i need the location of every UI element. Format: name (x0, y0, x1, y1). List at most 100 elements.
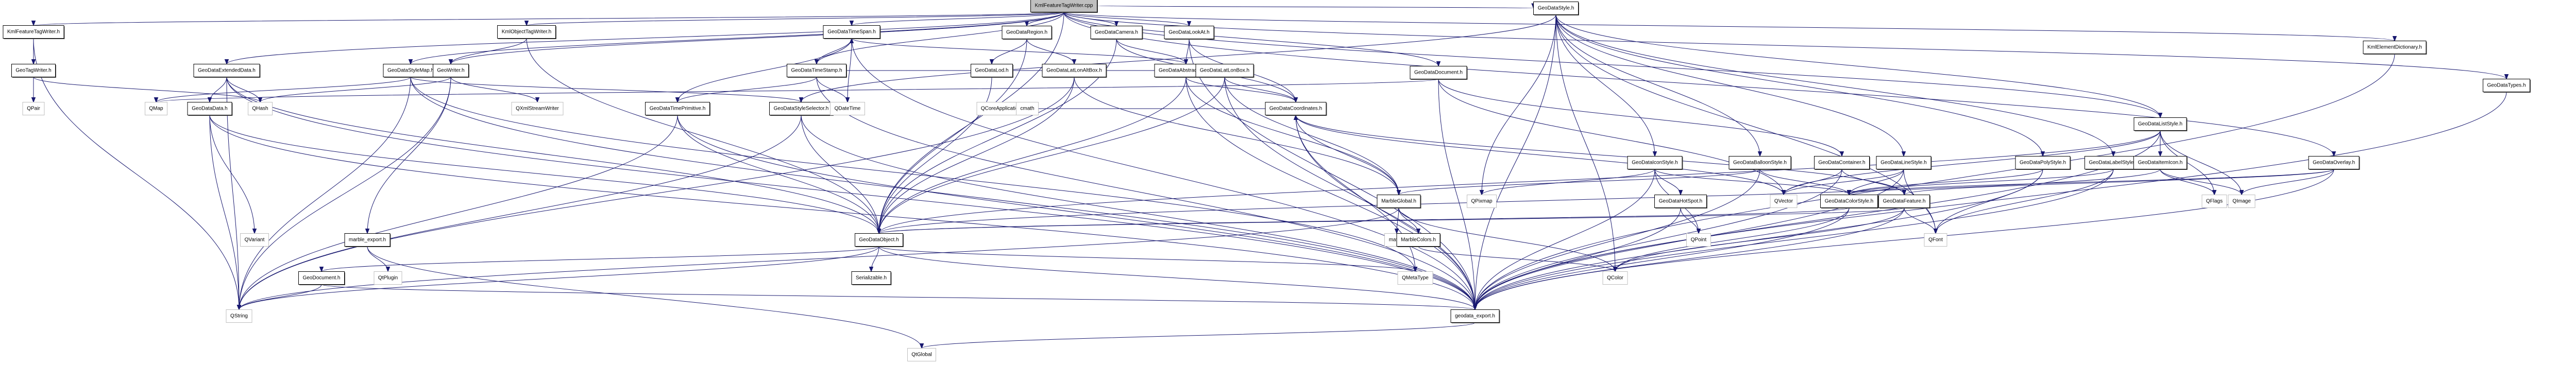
node-box[interactable] (2084, 156, 2142, 169)
node-geodatalabelstyle-h[interactable]: GeoDataLabelStyle.h (2084, 156, 2143, 170)
node-box[interactable] (1030, 0, 1097, 12)
node-geodatatimespan-h[interactable]: GeoDataTimeSpan.h (823, 25, 881, 40)
edge-coords-to-qvector (1295, 115, 1784, 195)
node-box[interactable] (1377, 195, 1421, 208)
node-kmlfeaturetagwriter-cpp[interactable]: KmlFeatureTagWriter.cpp (1030, 0, 1098, 13)
node-label: KmlObjectTagWriter.h (502, 29, 552, 35)
node-geodataextendeddata-h[interactable]: GeoDataExtendedData.h (193, 64, 261, 78)
node-box[interactable] (2133, 117, 2187, 131)
node-geodatalatlonaltbox-h[interactable]: GeoDataLatLonAltBox.h (1042, 64, 1107, 78)
edge-coords-to-geodataexport (1295, 115, 1476, 310)
node-box[interactable] (1876, 156, 1931, 169)
node-geodataregion-h[interactable]: GeoDataRegion.h (1002, 26, 1053, 40)
node-box[interactable] (1814, 156, 1870, 169)
node-geodatalinestyle-h[interactable]: GeoDataLineStyle.h (1876, 156, 1932, 170)
node-box[interactable] (1728, 156, 1791, 169)
node-box[interactable] (787, 64, 846, 77)
node-geodatatimeprimitive-h[interactable]: GeoDataTimePrimitive.h (645, 102, 711, 116)
node-box[interactable] (645, 102, 710, 115)
node-geodatacoordinates-h[interactable]: GeoDataCoordinates.h (1265, 102, 1327, 116)
node-geodatalatlonbox-h[interactable]: GeoDataLatLonBox.h (1195, 64, 1255, 78)
node-box[interactable] (1164, 26, 1214, 39)
node-marblecolors-h[interactable]: MarbleColors.h (1396, 233, 1441, 248)
node-box[interactable] (1878, 195, 1930, 208)
node-geodataliststyle-h[interactable]: GeoDataListStyle.h (2133, 117, 2188, 132)
node-box[interactable] (187, 102, 232, 115)
node-box[interactable] (1090, 26, 1143, 39)
edge-stylemap-to-qmap (156, 77, 411, 102)
edge-balloonstyle-to-colorstyle (1759, 169, 1850, 195)
node-serializable-h[interactable]: Serializable.h (851, 271, 892, 286)
edge-overlay-to-feature (1904, 169, 2334, 195)
node-geodatafeature-h[interactable]: GeoDataFeature.h (1878, 195, 1931, 209)
node-box[interactable] (193, 64, 260, 77)
node-box[interactable] (497, 25, 556, 39)
node-box[interactable] (3, 25, 64, 39)
node-box[interactable] (1820, 195, 1878, 208)
node-box[interactable] (855, 233, 903, 247)
edge-document-to-geodataexport (1438, 79, 1476, 310)
node-box[interactable] (2015, 156, 2071, 169)
node-geodatacolorstyle-h[interactable]: GeoDataColorStyle.h (1820, 195, 1879, 209)
node-geodatadocument-h[interactable]: GeoDataDocument.h (1410, 66, 1468, 80)
node-geodataobject-h[interactable]: GeoDataObject.h (855, 233, 904, 248)
edge-root-to-style (1097, 5, 1534, 9)
node-geodatadata-h[interactable]: GeoDataData.h (187, 102, 233, 116)
node-box[interactable] (1042, 64, 1107, 77)
node-kmlelementdictionary-h[interactable]: KmlElementDictionary.h (2363, 41, 2427, 55)
node-geodatacamera-h[interactable]: GeoDataCamera.h (1090, 26, 1143, 40)
node-box[interactable] (2133, 156, 2187, 169)
node-box[interactable] (1533, 2, 1579, 15)
node-box[interactable] (1396, 233, 1440, 247)
node-geodatalookat-h[interactable]: GeoDataLookAt.h (1164, 26, 1215, 40)
node-label: KmlFeatureTagWriter.h (7, 29, 60, 35)
node-box[interactable] (2308, 156, 2360, 169)
node-box[interactable] (971, 64, 1013, 77)
node-box[interactable] (1627, 156, 1683, 169)
edge-kotw-to-geodataobject (526, 38, 879, 234)
node-geodataiconstyle-h[interactable]: GeoDataIconStyle.h (1627, 156, 1683, 170)
node-box[interactable] (344, 233, 391, 247)
node-geodatalod-h[interactable]: GeoDataLod.h (971, 64, 1014, 78)
node-geodataballoonstyle-h[interactable]: GeoDataBalloonStyle.h (1728, 156, 1792, 170)
edge-datadata-to-qvariant (209, 115, 255, 234)
node-geodatapolystyle-h[interactable]: GeoDataPolyStyle.h (2015, 156, 2071, 170)
node-box[interactable] (851, 271, 891, 285)
node-box[interactable] (433, 64, 469, 77)
edge-liststyle-to-geodataobject (878, 130, 2161, 234)
node-box[interactable] (1410, 66, 1467, 79)
node-geodataitemicon-h[interactable]: GeoDataItemIcon.h (2133, 156, 2188, 170)
arrowhead-qvariant (252, 229, 257, 234)
node-box[interactable] (298, 271, 345, 285)
node-marbleglobal-h[interactable]: MarbleGlobal.h (1377, 195, 1421, 209)
node-box[interactable] (1002, 26, 1052, 39)
node-geowriter-h[interactable]: GeoWriter.h (433, 64, 470, 78)
node-geodatahotspot-h[interactable]: GeoDataHotSpot.h (1654, 195, 1708, 209)
node-geodatatimestamp-h[interactable]: GeoDataTimeStamp.h (787, 64, 848, 78)
node-geodataoverlay-h[interactable]: GeoDataOverlay.h (2308, 156, 2360, 170)
node-geodatastylemap-h[interactable]: GeoDataStyleMap.h (383, 64, 439, 78)
edge-overlay-to-geodataexport (1475, 169, 2334, 310)
node-box[interactable] (1195, 64, 1254, 77)
node-box[interactable] (2483, 79, 2530, 92)
node-geodatacontainer-h[interactable]: GeoDataContainer.h (1814, 156, 1871, 170)
node-geodata-export-h[interactable]: geodata_export.h (1450, 309, 1500, 324)
node-box[interactable] (383, 64, 438, 77)
node-box[interactable] (1265, 102, 1327, 115)
node-kmlobjecttagwriter-h[interactable]: KmlObjectTagWriter.h (497, 25, 557, 40)
node-geodatastyleselector-h[interactable]: GeoDataStyleSelector.h (769, 102, 834, 116)
node-marble-export-h[interactable]: marble_export.h (344, 233, 391, 248)
node-geodocument-h[interactable]: GeoDocument.h (298, 271, 346, 286)
node-label: GeoDataDocument.h (1414, 70, 1463, 76)
node-kmlfeaturetagwriter-h[interactable]: KmlFeatureTagWriter.h (3, 25, 65, 40)
node-box[interactable] (823, 25, 880, 39)
node-box[interactable] (11, 64, 56, 77)
edge-geowriter-to-qxml (450, 77, 538, 102)
edge-geodocument-to-qstring (239, 284, 322, 310)
node-box[interactable] (1450, 309, 1500, 323)
node-geodatastyle-h[interactable]: GeoDataStyle.h (1533, 2, 1580, 16)
node-box[interactable] (1654, 195, 1707, 208)
node-geodatatypes-h[interactable]: GeoDataTypes.h (2483, 79, 2531, 93)
node-box[interactable] (2363, 41, 2427, 54)
node-geotagwriter-h[interactable]: GeoTagWriter.h (11, 64, 57, 78)
